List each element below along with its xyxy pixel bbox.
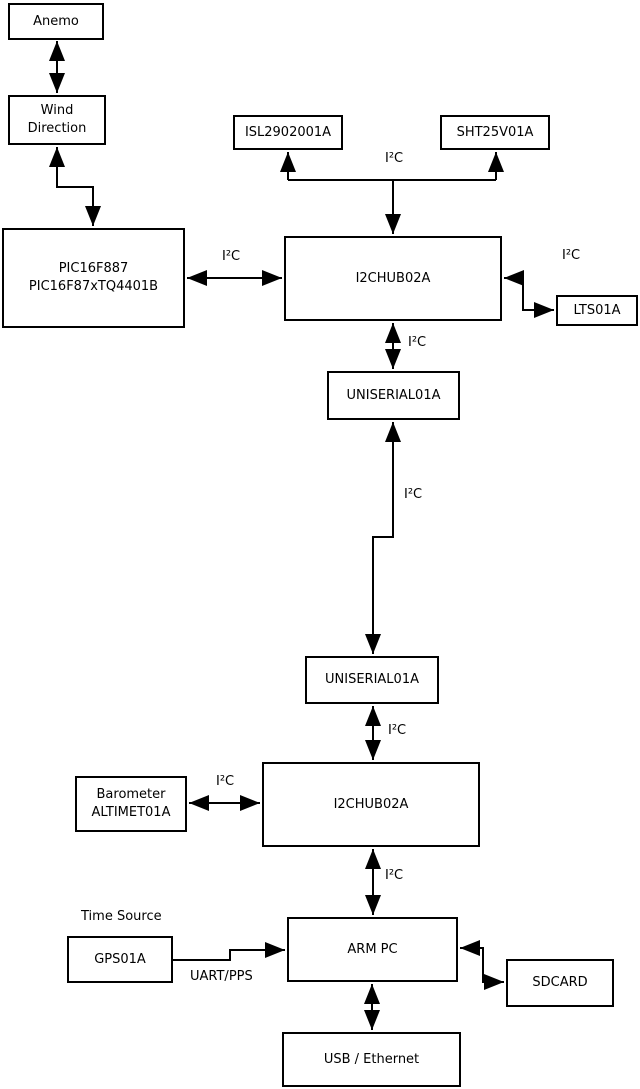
edge-label-i2c-hub2-armpc: I²C xyxy=(385,868,404,883)
edge-label-i2c-isl-sht: I²C xyxy=(385,151,404,166)
node-gps01a: GPS01A xyxy=(67,936,173,983)
node-i2chub02a-bottom: I2CHUB02A xyxy=(262,762,480,847)
node-uniserial01a-bottom: UNISERIAL01A xyxy=(305,656,439,704)
node-anemo: Anemo xyxy=(8,3,104,40)
node-uniserial01a-top: UNISERIAL01A xyxy=(327,371,460,420)
node-isl2902001a: ISL2902001A xyxy=(233,115,343,150)
node-sdcard-label: SDCARD xyxy=(532,975,588,991)
edge-wind-pic xyxy=(49,147,101,226)
node-usb-ethernet: USB / Ethernet xyxy=(282,1032,461,1087)
node-i2chub02a-bottom-label: I2CHUB02A xyxy=(333,796,409,812)
edge-uniserial1-uniserial2 xyxy=(365,422,401,654)
node-arm-pc-label: ARM PC xyxy=(347,941,398,957)
edge-label-i2c-barometer-hub2: I²C xyxy=(216,774,235,789)
node-sht25v01a-label: SHT25V01A xyxy=(456,124,534,140)
edge-label-i2c-uniserial2-hub2: I²C xyxy=(388,723,407,738)
node-barometer-label: Barometer ALTIMET01A xyxy=(91,787,171,820)
node-wind-direction: Wind Direction xyxy=(8,95,106,145)
edge-hub1-lts xyxy=(504,270,554,318)
node-sht25v01a: SHT25V01A xyxy=(440,115,550,150)
node-barometer: Barometer ALTIMET01A xyxy=(75,776,187,832)
node-isl2902001a-label: ISL2902001A xyxy=(244,124,332,140)
node-lts01a: LTS01A xyxy=(556,295,638,326)
node-pic: PIC16F887 PIC16F87xTQ4401B xyxy=(2,228,185,328)
node-uniserial01a-top-label: UNISERIAL01A xyxy=(346,387,441,403)
node-arm-pc: ARM PC xyxy=(287,917,458,982)
edge-label-i2c-hub1-lts: I²C xyxy=(562,248,581,263)
label-time-source: Time Source xyxy=(81,909,162,924)
edge-label-uart-pps: UART/PPS xyxy=(190,969,253,984)
node-i2chub02a-top: I2CHUB02A xyxy=(284,236,502,321)
node-usb-ethernet-label: USB / Ethernet xyxy=(323,1051,420,1067)
node-gps01a-label: GPS01A xyxy=(94,951,146,967)
edge-armpc-sdcard xyxy=(460,940,504,990)
node-lts01a-label: LTS01A xyxy=(573,302,621,318)
edge-label-i2c-uniserial1-uniserial2: I²C xyxy=(404,487,423,502)
node-sdcard: SDCARD xyxy=(506,959,614,1007)
node-i2chub02a-top-label: I2CHUB02A xyxy=(355,270,431,286)
node-pic-label: PIC16F887 PIC16F87xTQ4401B xyxy=(28,261,159,294)
edge-label-i2c-hub1-uniserial1: I²C xyxy=(408,335,427,350)
node-anemo-label: Anemo xyxy=(33,13,79,29)
edge-label-i2c-pic-hub1: I²C xyxy=(222,249,241,264)
node-wind-direction-label: Wind Direction xyxy=(27,103,87,136)
node-uniserial01a-bottom-label: UNISERIAL01A xyxy=(325,672,419,688)
edge-gps-armpc xyxy=(173,942,285,961)
